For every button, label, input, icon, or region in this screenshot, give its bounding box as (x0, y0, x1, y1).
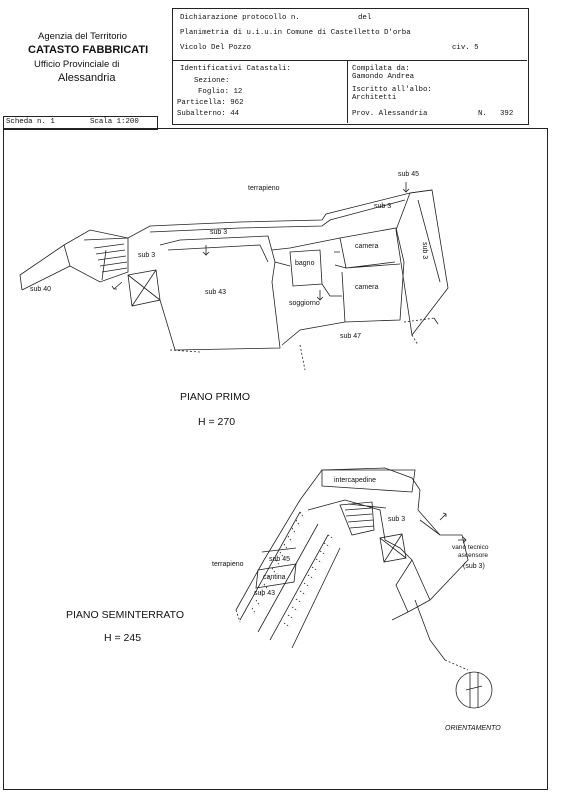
n-label: N. (478, 110, 487, 118)
primo-label-sub3-mid: sub 3 (210, 229, 228, 236)
compilata-title: Compilata da: (352, 65, 410, 73)
primo-label-camera-2: camera (355, 284, 379, 291)
semi-label-vano-1: vano tecnico (452, 544, 489, 551)
primo-apartment (271, 227, 405, 346)
piano-primo-height: H = 270 (198, 416, 236, 428)
semi-label-sub43: sub 43 (254, 590, 276, 597)
semi-hatch (251, 511, 335, 628)
catasto-title: CATASTO FABBRICATI (28, 44, 149, 56)
primo-label-bagno: bagno (295, 260, 315, 267)
agency-name: Agenzia del Territorio (38, 31, 128, 42)
primo-label-sub3-right: sub 3 (421, 242, 428, 260)
primo-sub3-right (395, 189, 449, 336)
primo-label-terrapieno: terrapieno (248, 185, 280, 192)
primo-arrows (111, 182, 439, 325)
iscritto-label: Iscritto all'albo: (352, 86, 432, 94)
compilata-name: Gamondo Andrea (352, 73, 415, 81)
semi-corridor-right (269, 534, 341, 649)
semi-label-terrapieno: terrapieno (212, 561, 244, 568)
foglio-label: Foglio: 12 (198, 88, 243, 96)
address-label: Vicolo Del Pozzo (180, 44, 251, 52)
primo-label-sub45: sub 45 (398, 171, 420, 178)
semi-arrows (439, 512, 467, 544)
albo-label: Architetti (352, 94, 397, 102)
ufficio-label: Ufficio Provinciale di (34, 59, 120, 70)
subalterno-label: Subalterno: 44 (177, 110, 240, 118)
primo-soggiorno-wall (274, 261, 342, 297)
prov-label: Prov. Alessandria (352, 110, 428, 118)
semi-label-cantina: cantina (263, 574, 286, 581)
semi-label-sub3: sub 3 (388, 516, 406, 523)
piano-primo-title: PIANO PRIMO (180, 391, 251, 403)
primo-sub43-inner (167, 244, 269, 263)
primo-sub3-right-inner (417, 199, 441, 283)
primo-top-wall (83, 189, 433, 241)
semi-right-wall (411, 519, 446, 661)
header-box (172, 8, 529, 125)
primo-label-sub43: sub 43 (205, 289, 227, 296)
semi-label-vano-2: ascensore (458, 552, 488, 559)
piano-seminterrato-title: PIANO SEMINTERRATO (66, 609, 185, 621)
dichiarazione-label: Dichiarazione protocollo n. (180, 14, 300, 22)
semi-label-sub45: sub 45 (269, 556, 291, 563)
scala-label: Scala 1:200 (90, 118, 139, 126)
piano-seminterrato-height: H = 245 (104, 632, 142, 644)
primo-label-sub47: sub 47 (340, 333, 362, 340)
semi-cantina-boxes (255, 547, 297, 589)
drawing-frame (3, 128, 548, 790)
primo-camera-wall (334, 237, 401, 323)
semi-outer-wall (235, 467, 469, 621)
semi-stair (339, 501, 375, 536)
del-label: del (358, 14, 372, 22)
semi-elevator (379, 533, 407, 563)
scheda-box (3, 116, 158, 130)
header-divider (172, 60, 527, 61)
header-vdivider (347, 60, 348, 123)
primo-label-sub3-left: sub 3 (138, 252, 156, 259)
semi-inner-wall (307, 499, 413, 613)
semi-label-vano-3: (sub 3) (463, 563, 485, 570)
scheda-label: Scheda n. 1 (6, 118, 55, 126)
sezione-label: Sezione: (194, 77, 230, 85)
primo-label-camera-1: camera (355, 243, 379, 250)
identificativi-title: Identificativi Catastali: (180, 65, 291, 73)
primo-bagno (289, 249, 323, 287)
orientamento-label: ORIENTAMENTO (445, 725, 501, 732)
orientamento-circle (455, 671, 493, 709)
semi-corridor-left (239, 511, 319, 633)
primo-stair-outline (63, 229, 129, 283)
n-value: 392 (500, 110, 514, 118)
primo-dash-2 (403, 317, 436, 346)
primo-elevator (127, 269, 161, 307)
primo-dash-1 (169, 344, 306, 371)
semi-intercapedine (321, 469, 416, 493)
province-name: Alessandria (58, 72, 116, 84)
primo-top-wall-inner (149, 199, 406, 233)
primo-sub40-wall (19, 244, 71, 291)
primo-sub43-room (159, 235, 281, 351)
planimetria-label: Planimetria di u.i.u.in Comune di Castel… (180, 29, 411, 37)
primo-label-sub40: sub 40 (30, 286, 52, 293)
particella-label: Particella: 962 (177, 99, 244, 107)
semi-dash (235, 609, 469, 671)
orientamento-needle (465, 672, 483, 708)
primo-label-soggiorno: soggiorno (289, 300, 320, 307)
civ-label: civ. 5 (452, 44, 479, 52)
primo-label-sub3-top: sub 3 (374, 203, 392, 210)
primo-stair-steps (93, 243, 128, 281)
semi-label-intercapedine: intercapedine (334, 477, 377, 484)
